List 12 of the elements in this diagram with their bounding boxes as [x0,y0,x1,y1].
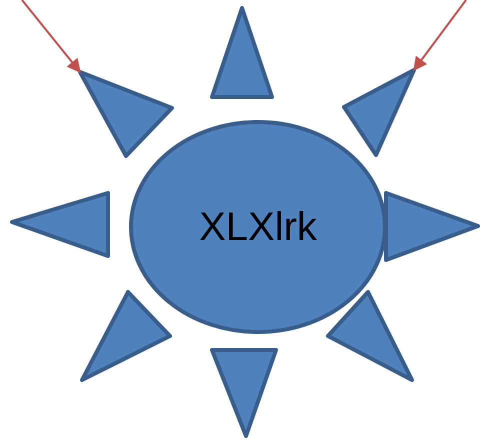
node-label: XLXlrk [199,207,317,247]
triangle-shape [210,348,278,438]
triangle-shape [384,191,480,262]
triangle-shape [78,70,174,158]
triangle-shape [342,68,416,157]
arrow [21,0,81,74]
ellipse-node [129,120,387,334]
arrow [413,0,467,72]
triangle-shape [80,290,172,382]
triangle-shape [210,6,274,99]
triangle-shape [10,191,110,258]
triangle-shape [326,290,414,382]
